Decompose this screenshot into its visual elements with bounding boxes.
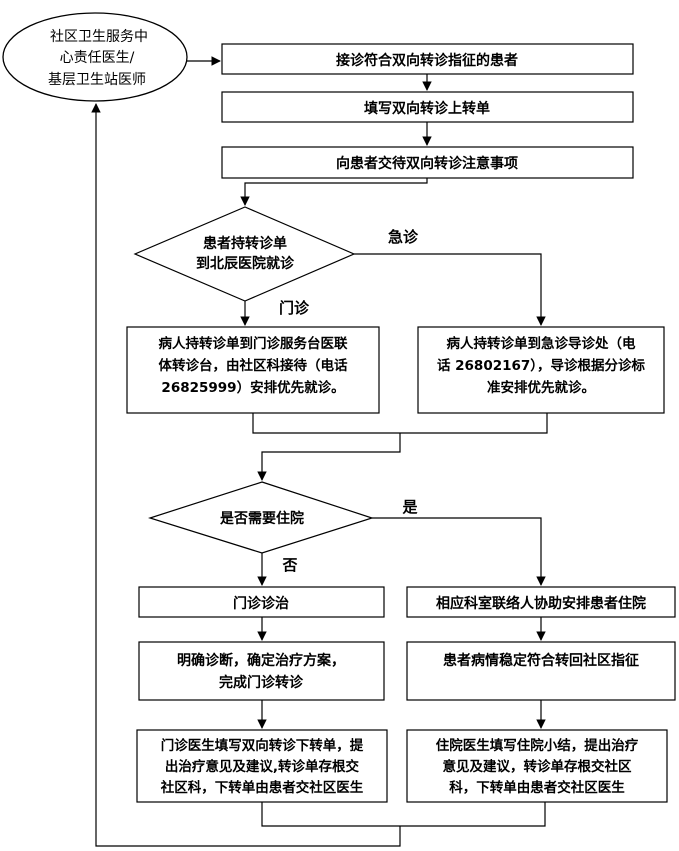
right-step-discharge-summary: 住院医生填写住院小结，提出治疗 意见及建议，转诊单存根交社区 科，下转单由患者交… bbox=[406, 729, 668, 803]
left-step-downward-form-line-1: 门诊医生填写双向转诊下转单，提 bbox=[161, 737, 364, 754]
box-outpatient-visit-line-2: 体转诊台，由社区科接待（电话 bbox=[159, 357, 348, 374]
right-step-arrange-admission: 相应科室联络人协助安排患者住院 bbox=[406, 586, 676, 618]
right-step-arrange-admission-label: 相应科室联络人协助安排患者住院 bbox=[436, 595, 646, 612]
left-step-downward-form: 门诊医生填写双向转诊下转单，提 出治疗意见及建议,转诊单存根交 社区科，下转单由… bbox=[136, 729, 388, 803]
decision-visit-hospital-line-2: 到北辰医院就诊 bbox=[196, 255, 295, 272]
right-step-discharge-summary-line-2: 意见及建议，转诊单存根交社区 bbox=[443, 758, 632, 775]
decision-visit-hospital: 患者持转诊单 到北辰医院就诊 bbox=[133, 206, 356, 302]
left-step-outpatient-treatment: 门诊诊治 bbox=[138, 586, 385, 618]
box-outpatient-visit-line-3: 26825999）安排优先就诊。 bbox=[161, 379, 344, 396]
right-step-stable-condition-label: 患者病情稳定符合转回社区指征 bbox=[443, 652, 639, 669]
box-emergency-visit-line-1: 病人持转诊单到急诊导诊处（电 bbox=[447, 335, 636, 352]
left-step-diagnosis-line-1: 明确诊断，确定治疗方案， bbox=[177, 652, 345, 669]
box-emergency-visit: 病人持转诊单到急诊导诊处（电 话 26802167），导诊根据分诊标 准安排优先… bbox=[417, 326, 665, 414]
right-step-stable-condition: 患者病情稳定符合转回社区指征 bbox=[406, 641, 676, 701]
arrow-merge-to-decision2 bbox=[257, 433, 401, 481]
label-outpatient: 门诊 bbox=[279, 299, 310, 317]
right-step-discharge-summary-line-3: 科，下转单由患者交社区医生 bbox=[449, 779, 625, 796]
step-explain-notes-label: 向患者交待双向转诊注意事项 bbox=[336, 155, 518, 172]
arrow-decision1-to-emergency bbox=[354, 253, 546, 326]
box-emergency-visit-line-2: 话 26802167），导诊根据分诊标 bbox=[437, 357, 646, 374]
label-no: 否 bbox=[281, 556, 297, 574]
arrow-step3-to-decision1 bbox=[240, 178, 428, 206]
label-yes: 是 bbox=[401, 498, 418, 516]
left-step-outpatient-treatment-label: 门诊诊治 bbox=[233, 595, 289, 612]
box-outpatient-visit-line-1: 病人持转诊单到门诊服务台医联 bbox=[159, 335, 348, 352]
start-node: 社区卫生服务中 心责任医生/ 基层卫生站医师 bbox=[2, 12, 188, 102]
decision-visit-hospital-line-1: 患者持转诊单 bbox=[203, 235, 287, 252]
left-step-downward-form-line-3: 社区科，下转单由患者交社区医生 bbox=[160, 779, 364, 796]
box-outpatient-visit: 病人持转诊单到门诊服务台医联 体转诊台，由社区科接待（电话 26825999）安… bbox=[126, 326, 380, 414]
left-step-diagnosis-line-2: 完成门诊转诊 bbox=[219, 674, 304, 691]
left-step-diagnosis: 明确诊断，确定治疗方案， 完成门诊转诊 bbox=[138, 641, 385, 701]
box-emergency-visit-line-3: 准安排优先就诊。 bbox=[487, 379, 595, 396]
decision-hospitalization: 是否需要住院 bbox=[148, 481, 374, 554]
left-step-downward-form-line-2: 出治疗意见及建议,转诊单存根交 bbox=[165, 758, 360, 775]
step-fill-upward-form: 填写双向转诊上转单 bbox=[221, 91, 634, 123]
arrow-return-to-start bbox=[91, 103, 401, 847]
step-receive-patient-label: 接诊符合双向转诊指征的患者 bbox=[336, 52, 518, 69]
step-explain-notes: 向患者交待双向转诊注意事项 bbox=[221, 146, 634, 179]
right-step-discharge-summary-line-1: 住院医生填写住院小结，提出治疗 bbox=[436, 737, 639, 754]
start-node-line-2: 心责任医生/ bbox=[60, 50, 135, 66]
step-receive-patient: 接诊符合双向转诊指征的患者 bbox=[221, 43, 634, 75]
decision-hospitalization-label: 是否需要住院 bbox=[220, 510, 304, 527]
start-node-line-1: 社区卫生服务中 bbox=[50, 29, 148, 45]
connectors bbox=[91, 56, 548, 847]
label-emergency: 急诊 bbox=[388, 228, 419, 246]
line-merge-final bbox=[261, 802, 546, 827]
arrow-decision2-yes bbox=[372, 517, 546, 586]
step-fill-upward-form-label: 填写双向转诊上转单 bbox=[364, 100, 490, 117]
start-node-line-3: 基层卫生站医师 bbox=[48, 71, 146, 88]
line-merge-visits bbox=[252, 413, 548, 434]
